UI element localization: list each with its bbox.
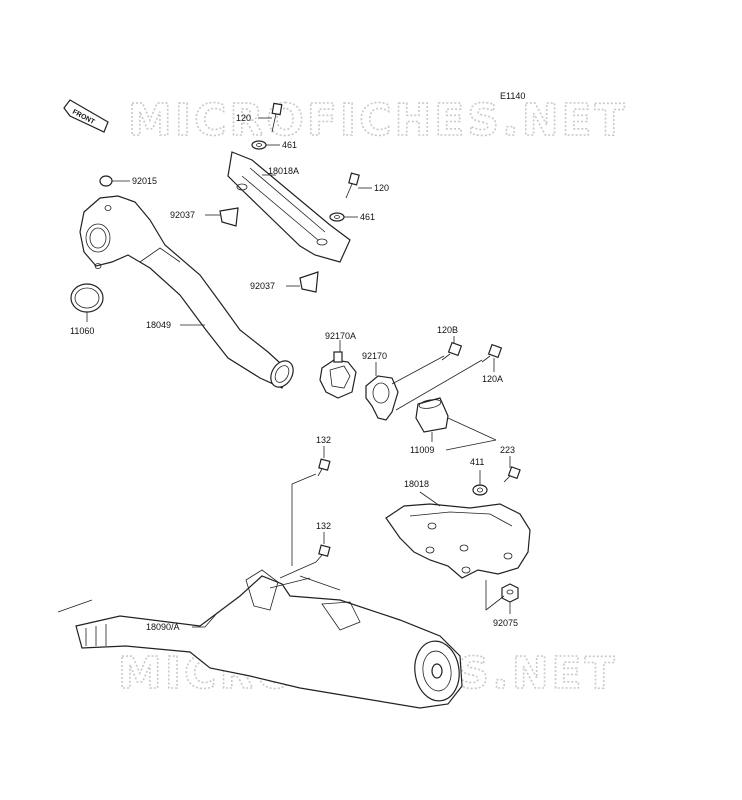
label-411: 411 xyxy=(470,457,484,467)
clamp-92170a xyxy=(319,340,357,399)
clamp-92170 xyxy=(365,362,399,421)
label-18018a: 18018A xyxy=(268,166,299,176)
label-120-top: 120 xyxy=(236,113,251,123)
label-223: 223 xyxy=(500,445,515,455)
damper-92037-a xyxy=(205,207,239,227)
label-92075: 92075 xyxy=(493,618,518,628)
gasket-11060 xyxy=(70,283,104,322)
washer-461-mid xyxy=(329,212,358,222)
label-132-a: 132 xyxy=(316,435,331,445)
label-11060: 11060 xyxy=(70,326,94,336)
label-18090a: 18090/A xyxy=(146,622,180,632)
heat-guard-18018a xyxy=(227,151,351,263)
nut-92075 xyxy=(485,580,519,614)
label-18049: 18049 xyxy=(146,320,171,330)
washer-461-top xyxy=(251,140,280,150)
label-92037-b: 92037 xyxy=(250,281,275,291)
bolt-120-mid xyxy=(345,172,372,199)
label-461-mid: 461 xyxy=(360,212,375,222)
label-92037-a: 92037 xyxy=(170,210,195,220)
grommet-92015 xyxy=(99,175,130,187)
label-120a: 120A xyxy=(482,374,503,384)
bolt-120b xyxy=(391,336,463,385)
muffler-18090a xyxy=(57,569,463,709)
heat-guard-18018 xyxy=(385,491,531,579)
label-92170: 92170 xyxy=(362,351,387,361)
head-pipe-18049 xyxy=(79,195,294,389)
watermark-top: MICROFICHES.NET xyxy=(128,95,628,146)
bolt-120a xyxy=(395,343,503,411)
washer-411 xyxy=(472,470,488,496)
damper-92037-b xyxy=(286,271,319,293)
label-11009: 11009 xyxy=(410,445,434,455)
bolt-132-a xyxy=(291,446,331,566)
label-120-mid: 120 xyxy=(374,183,389,193)
label-461-top: 461 xyxy=(282,140,297,150)
label-92015: 92015 xyxy=(132,176,157,186)
front-arrow-icon: FRONT xyxy=(63,99,109,133)
label-18018: 18018 xyxy=(404,479,429,489)
label-132-b: 132 xyxy=(316,521,331,531)
label-92170a: 92170A xyxy=(325,331,356,341)
diagram-code: E1140 xyxy=(500,91,525,101)
label-120b: 120B xyxy=(437,325,458,335)
gasket-11009 xyxy=(415,397,497,451)
bolt-120-top xyxy=(258,102,283,133)
bolt-223 xyxy=(503,456,521,483)
bolt-132-b xyxy=(279,532,331,579)
